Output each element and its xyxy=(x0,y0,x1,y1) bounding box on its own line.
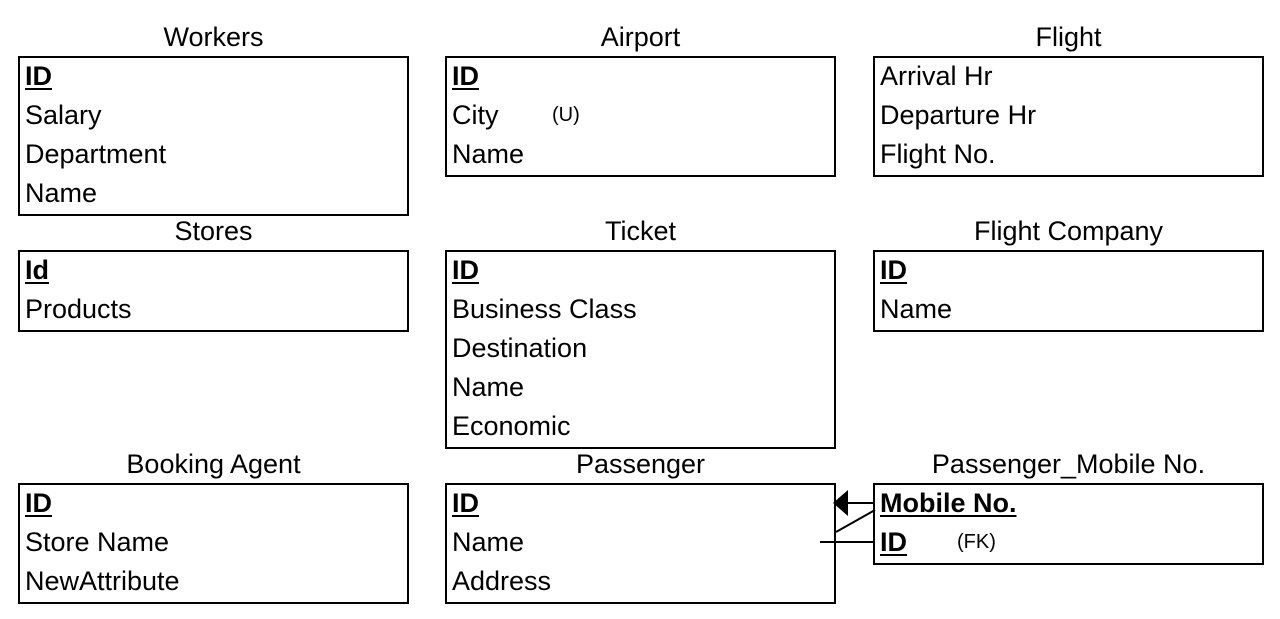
pk-attribute-id: ID xyxy=(20,485,407,524)
entity-title: Flight xyxy=(1035,22,1102,52)
pk-attribute-id: ID xyxy=(875,252,1262,291)
entity-title: Stores xyxy=(174,216,253,246)
pk-attribute-id: ID xyxy=(447,58,834,97)
relationship-arrowhead-icon xyxy=(833,490,848,516)
attribute-city: City (U) xyxy=(447,97,834,136)
attribute-label: ID xyxy=(452,61,479,91)
attribute-name: Name xyxy=(875,291,1262,330)
entity-box: ID Name xyxy=(873,250,1264,332)
attribute-label: Name xyxy=(452,527,525,557)
attribute-salary: Salary xyxy=(20,97,407,136)
attribute-tag: (U) xyxy=(552,104,580,126)
attribute-label: Departure Hr xyxy=(880,100,1037,130)
attribute-label: Products xyxy=(25,294,132,324)
attribute-tag: (FK) xyxy=(957,531,996,553)
attribute-label: Name xyxy=(25,178,98,208)
attribute-label: Store Name xyxy=(25,527,170,557)
attribute-destination: Destination xyxy=(447,330,834,369)
attribute-store-name: Store Name xyxy=(20,524,407,563)
attribute-label: Economic xyxy=(452,411,571,441)
attribute-label: Id xyxy=(25,255,49,285)
attribute-label: Address xyxy=(452,566,552,596)
attribute-products: Products xyxy=(20,291,407,330)
attribute-label: ID xyxy=(452,488,479,518)
attribute-name: Name xyxy=(447,369,834,408)
attribute-economic: Economic xyxy=(447,408,834,447)
attribute-label: ID xyxy=(880,527,907,557)
attribute-label: Name xyxy=(880,294,953,324)
attribute-label: Arrival Hr xyxy=(880,61,993,91)
attribute-label: Destination xyxy=(452,333,588,363)
entity-box: Arrival Hr Departure Hr Flight No. xyxy=(873,56,1264,177)
attribute-departure-hr: Departure Hr xyxy=(875,97,1262,136)
attribute-flight-no: Flight No. xyxy=(875,136,1262,175)
attribute-business-class: Business Class xyxy=(447,291,834,330)
attribute-name: Name xyxy=(447,136,834,175)
attribute-label: NewAttribute xyxy=(25,566,180,596)
attribute-label: ID xyxy=(880,255,907,285)
attribute-newattribute: NewAttribute xyxy=(20,563,407,602)
entity-title: Booking Agent xyxy=(126,449,301,479)
attribute-name: Name xyxy=(20,175,407,214)
attribute-label: Business Class xyxy=(452,294,637,324)
entity-box: ID City (U) Name xyxy=(445,56,836,177)
entity-box: Mobile No. ID (FK) xyxy=(873,483,1264,565)
entity-title: Workers xyxy=(163,22,264,52)
entity-title: Airport xyxy=(600,22,681,52)
attribute-label: Name xyxy=(452,139,525,169)
entity-title: Passenger_Mobile No. xyxy=(931,449,1206,479)
attribute-label: Department xyxy=(25,139,167,169)
entity-title: Flight Company xyxy=(973,216,1164,246)
pk-attribute-id: ID xyxy=(447,252,834,291)
entity-title: Ticket xyxy=(604,216,676,246)
connector-diagonal xyxy=(835,509,876,533)
pk-attribute-mobile-no: Mobile No. xyxy=(875,485,1262,524)
attribute-label: Flight No. xyxy=(880,139,996,169)
attribute-arrival-hr: Arrival Hr xyxy=(875,58,1262,97)
attribute-name: Name xyxy=(447,524,834,563)
attribute-label: Name xyxy=(452,372,525,402)
attribute-address: Address xyxy=(447,563,834,602)
pk-attribute-id: ID xyxy=(20,58,407,97)
attribute-label: ID xyxy=(25,61,52,91)
attribute-label: ID xyxy=(25,488,52,518)
attribute-department: Department xyxy=(20,136,407,175)
attribute-label: ID xyxy=(452,255,479,285)
entity-title: Passenger xyxy=(575,449,706,479)
pk-attribute-id: ID (FK) xyxy=(875,524,1262,563)
attribute-label: City xyxy=(452,100,499,130)
pk-attribute-id: ID xyxy=(447,485,834,524)
attribute-label: Salary xyxy=(25,100,102,130)
pk-attribute-id: Id xyxy=(20,252,407,291)
attribute-label: Mobile No. xyxy=(880,488,1017,518)
